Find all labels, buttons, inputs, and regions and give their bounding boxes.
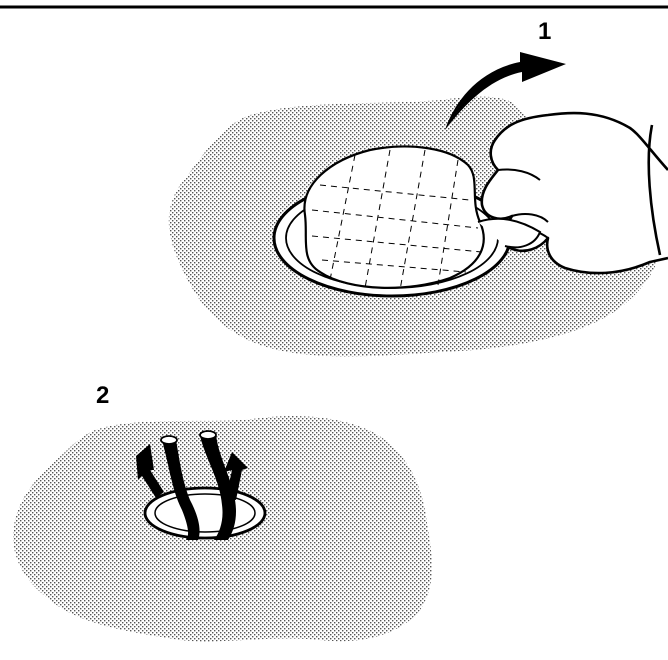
step-2-illustration: [13, 416, 432, 642]
strip-left-top: [160, 435, 178, 445]
drain-hole-inner: [154, 493, 256, 533]
hand-cuff: [647, 124, 662, 256]
strip-right-top: [199, 430, 217, 440]
step-1-illustration: [168, 52, 668, 357]
strip-right: [200, 434, 236, 540]
pad-corner: [477, 217, 542, 249]
lift-arrow: [445, 52, 566, 130]
step-2-number: 2: [96, 382, 110, 409]
strip-left: [162, 440, 200, 540]
step-1-number: 1: [538, 18, 552, 45]
arrow-up-left: [136, 444, 164, 498]
filter-pad: [303, 145, 485, 289]
arrow-up-right: [224, 452, 248, 500]
hand: [480, 111, 668, 275]
filter-pad-grid: [311, 149, 483, 291]
